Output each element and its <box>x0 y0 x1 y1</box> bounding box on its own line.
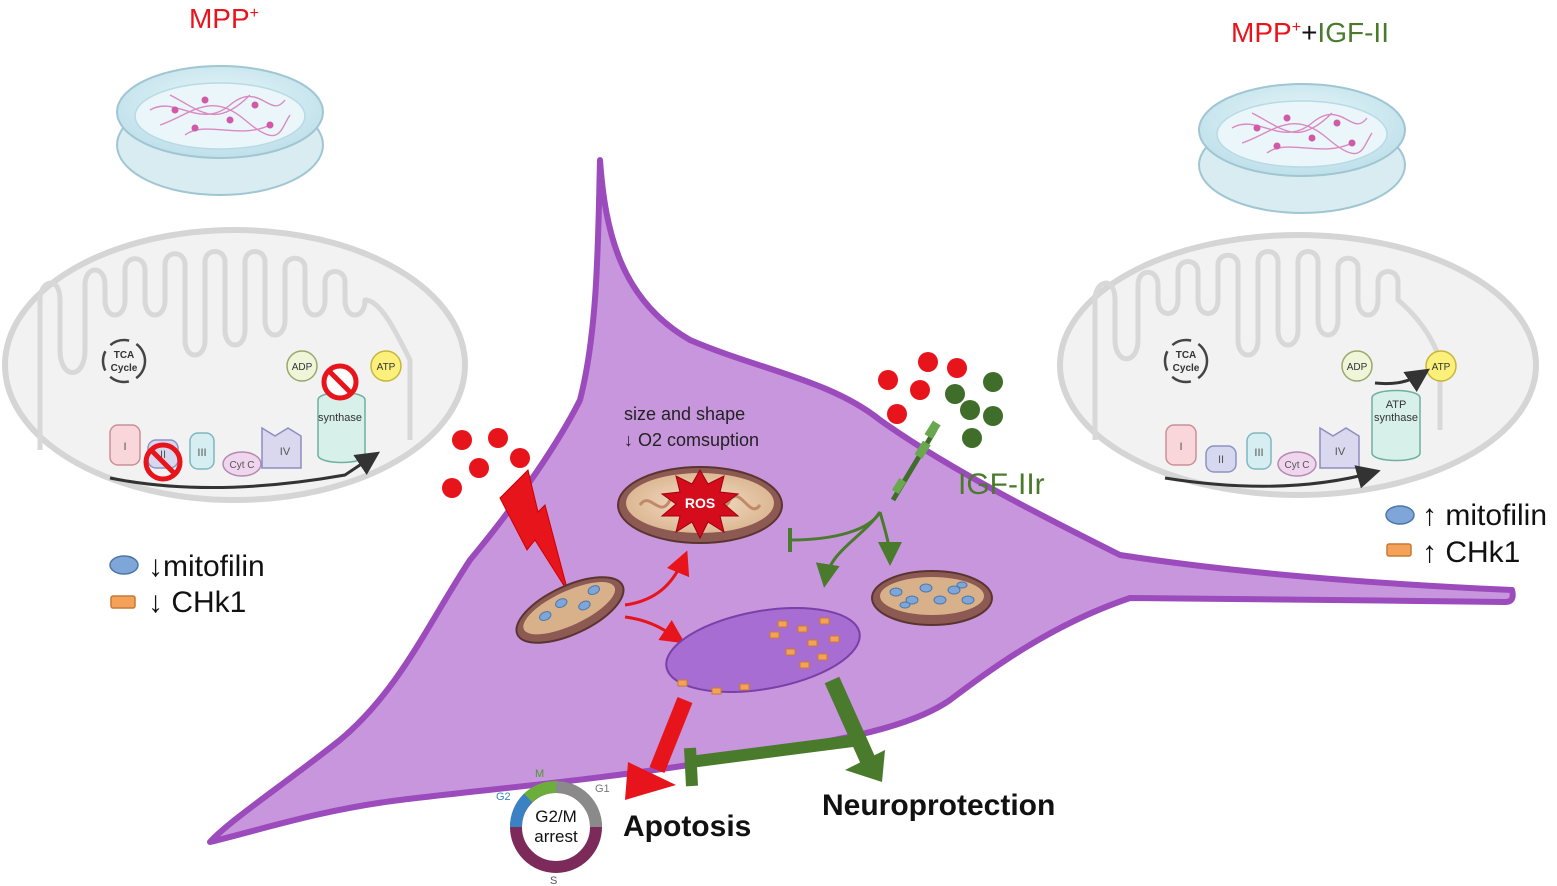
right-chk1-icon <box>1386 543 1412 557</box>
mito-note-line2: ↓ O2 comsuption <box>624 430 759 450</box>
neuroprotection-label: Neuroprotection <box>822 789 1055 822</box>
apoptosis-label: Apotosis <box>623 810 751 843</box>
ros-burst-icon <box>660 468 740 540</box>
toxicity-bolt-icon <box>499 469 569 593</box>
right-complex-3: III <box>1254 447 1263 459</box>
right-title-sup: + <box>1292 19 1301 36</box>
right-synthase-line2: synthase <box>1374 412 1418 424</box>
left-complex-3: III <box>197 447 206 459</box>
left-adp-label: ADP <box>292 362 313 373</box>
right-tca-line2: Cycle <box>1173 363 1200 374</box>
left-title-main: MPP <box>189 3 250 34</box>
neuron-cell <box>207 157 1516 845</box>
right-petri-dish <box>1198 83 1406 214</box>
ros-label: ROS <box>685 495 715 511</box>
right-synthase-line1: ATP <box>1386 399 1407 411</box>
right-mitochondrion: TCA Cycle ADP ATP I II III Cyt C IV ATP … <box>1057 232 1539 498</box>
igf-receptor-label: IGF-IIr <box>958 468 1045 501</box>
left-mitochondrion: TCA Cycle ADP ATP I II III Cyt C IV synt… <box>2 227 468 503</box>
right-complex-1: I <box>1179 441 1182 453</box>
mito-note-line1: size and shape <box>624 404 745 424</box>
right-title-mpp: MPP <box>1231 17 1292 48</box>
right-complex-2: II <box>1218 454 1224 466</box>
inhibition-bar <box>684 734 861 787</box>
mpp-molecules-left <box>442 428 530 498</box>
nucleus <box>665 606 861 695</box>
chk1-markers <box>677 617 840 695</box>
left-complex-4: IV <box>280 446 291 458</box>
right-atp-label: ATP <box>1432 362 1451 373</box>
right-title-plus: + <box>1301 17 1317 48</box>
left-complex-block-icon <box>143 442 183 482</box>
right-mitofilin-icon <box>1385 505 1415 525</box>
right-condition-title: MPP++IGF-II <box>1231 17 1389 48</box>
left-mitofilin-text: ↓mitofilin <box>148 550 265 583</box>
left-cytc: Cyt C <box>230 460 255 471</box>
left-synthase-block-icon <box>321 363 359 401</box>
left-tca-line1: TCA <box>114 350 135 361</box>
left-title-sup: + <box>250 5 259 22</box>
right-tca-line1: TCA <box>1176 350 1197 361</box>
left-petri-dish <box>116 65 324 196</box>
right-chk1-text: ↑ CHk1 <box>1422 536 1520 569</box>
left-tca-cycle-icon: TCA Cycle <box>101 338 147 384</box>
igf-molecules <box>878 352 1003 448</box>
apoptosis-arrow <box>625 697 693 800</box>
right-tca-cycle-icon: TCA Cycle <box>1163 338 1209 384</box>
cell-cycle-center-1: G2/M <box>535 807 577 826</box>
left-complex-2: II <box>160 449 166 461</box>
igf-receptor-icon <box>890 420 941 502</box>
ros-mitochondrion: ROS <box>617 466 783 544</box>
neuroprotection-arrow <box>824 676 885 782</box>
healthy-mitochondrion <box>871 570 993 626</box>
phase-g1: G1 <box>595 783 610 795</box>
left-atp-label: ATP <box>377 362 396 373</box>
right-adp-label: ADP <box>1347 362 1368 373</box>
svg-text:MPP+: MPP+ <box>189 3 259 34</box>
left-chk1-text: ↓ CHk1 <box>148 586 246 619</box>
svg-text:MPP++IGF-II: MPP++IGF-II <box>1231 17 1389 48</box>
phase-m: M <box>535 768 544 780</box>
right-complex-4: IV <box>1335 446 1346 458</box>
left-mitofilin-icon <box>109 555 139 575</box>
cell-cycle-ring: G2/M arrest M G1 G2 S <box>496 768 610 886</box>
right-cytc: Cyt C <box>1285 460 1310 471</box>
left-chk1-icon <box>110 595 136 609</box>
left-condition-title: MPP+ <box>189 3 259 34</box>
left-legend: ↓mitofilin ↓ CHk1 <box>109 550 265 619</box>
phase-s: S <box>550 875 557 886</box>
left-synthase-label: synthase <box>318 412 362 424</box>
damaged-mitochondrion <box>515 576 625 644</box>
phase-g2: G2 <box>496 791 511 803</box>
cell-cycle-center-2: arrest <box>534 827 578 846</box>
right-legend: ↑ mitofilin ↑ CHk1 <box>1385 499 1547 569</box>
left-complex-1: I <box>123 441 126 453</box>
right-mitofilin-text: ↑ mitofilin <box>1422 499 1547 532</box>
left-tca-line2: Cycle <box>111 363 138 374</box>
right-title-igf: IGF-II <box>1317 17 1389 48</box>
